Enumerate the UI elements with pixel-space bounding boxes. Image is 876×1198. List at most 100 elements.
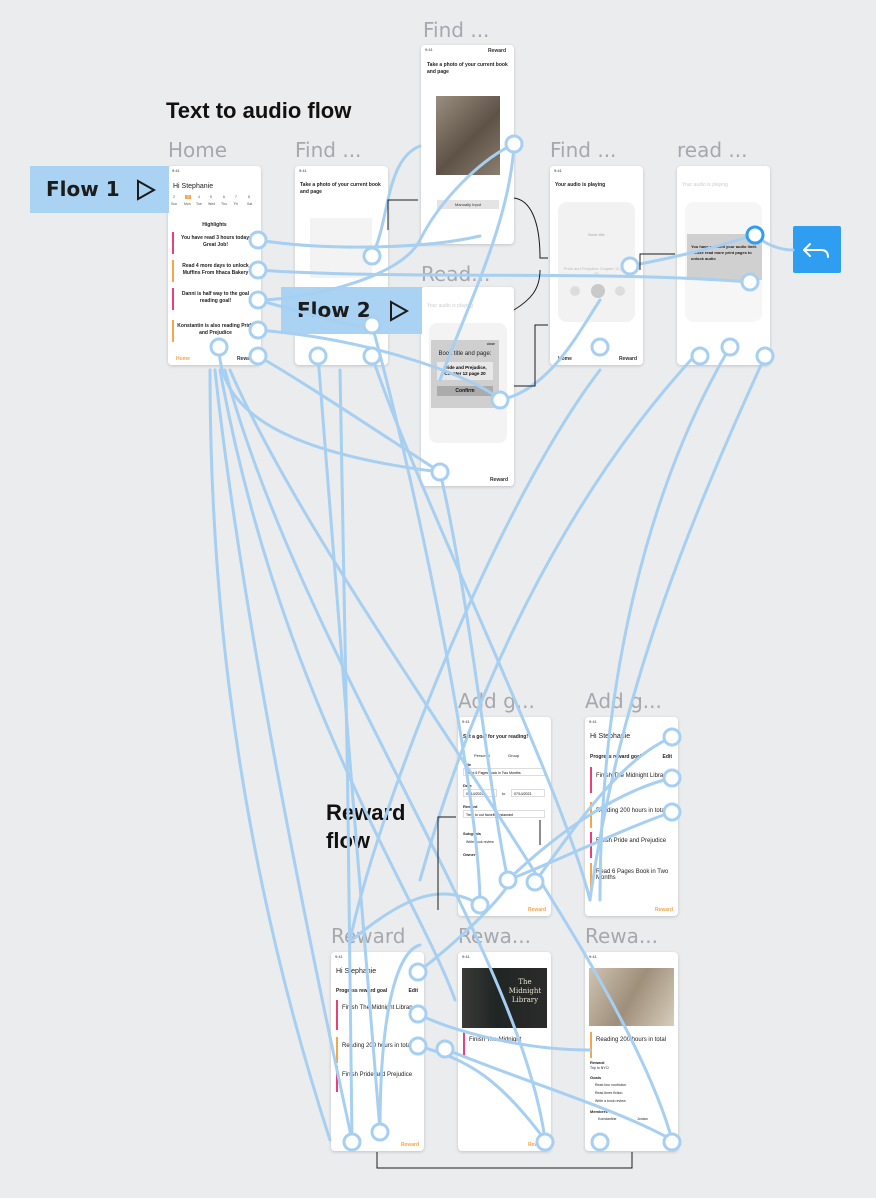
book-cover-image: The Midnight Library — [462, 968, 547, 1028]
goal-card[interactable]: Finish The Midnight — [463, 1032, 546, 1058]
frame-label-reward: Reward — [331, 924, 406, 948]
date-to-field[interactable]: 07/14/2021 — [511, 789, 545, 797]
status-time: 9:41 — [589, 954, 597, 959]
frame-label-add-goal-1: Add g... — [458, 689, 535, 713]
play-icon — [137, 179, 156, 201]
tab-home[interactable]: Home — [558, 356, 572, 362]
flow-1-start[interactable]: Flow 1 — [30, 166, 169, 213]
owner-label: Owner — [463, 852, 476, 857]
title-field[interactable]: Read 6 Pages Book in Two Months — [463, 768, 545, 776]
reward-detail-screen-1[interactable]: 9:41 The Midnight Library Finish The Mid… — [458, 952, 551, 1151]
highlight-card[interactable]: You have read 3 hours today. Great Job! — [172, 232, 257, 254]
frame-label-read: read ... — [677, 138, 748, 162]
play-icon — [390, 300, 409, 322]
progress-label: Progress reward goal — [336, 988, 388, 994]
limit-title: Your audio is playing — [682, 182, 728, 188]
progress-label: Progress reward goal — [590, 754, 642, 760]
add-goal-screen[interactable]: 9:41 Set a goal for your reading! Person… — [458, 717, 551, 916]
flow-2-label: Flow 2 — [297, 298, 371, 322]
book-info: Pride and Prejudice Chapter 12 page 20 — [563, 266, 630, 276]
tab-reward[interactable]: Reward — [527, 907, 546, 913]
pause-icon[interactable] — [591, 284, 605, 298]
greeting: Hi Stephanie — [173, 183, 214, 190]
goal-card[interactable]: Reading 200 hours in total — [336, 1037, 419, 1063]
subgoal-item: Read three fiction — [595, 1091, 623, 1095]
day-strip: 2 3 4 5 6 7 8 Sun Mon Tue Wed Thu Fri Sa… — [171, 195, 253, 206]
tab-reward[interactable]: Reward — [489, 477, 508, 483]
goal-card[interactable]: Reading 200 hours in total — [590, 1032, 673, 1058]
find-screen-photo[interactable]: 9:41 Take a photo of your current book a… — [421, 45, 514, 244]
edit-button[interactable]: Edit — [662, 754, 672, 760]
find-screen-1[interactable]: 9:41 Take a photo of your current book a… — [295, 166, 388, 365]
reward-screen[interactable]: 9:41 Hi Stephanie Progress reward goal E… — [331, 952, 424, 1151]
reward-label: Reward — [463, 804, 478, 809]
section-title-text-to-audio: Text to audio flow — [166, 98, 352, 123]
member-name: Konstantine — [598, 1117, 617, 1121]
edit-button[interactable]: Edit — [408, 988, 418, 994]
highlights-title: Highlights — [202, 222, 227, 228]
section-title-reward: Reward flow — [326, 800, 406, 853]
tab-reward[interactable]: Reward — [487, 48, 506, 54]
flow-1-label: Flow 1 — [46, 177, 120, 201]
tab-home[interactable]: Home — [176, 356, 190, 362]
connection-line — [256, 354, 442, 474]
tab-reward[interactable]: Reward — [400, 1142, 419, 1148]
goal-card[interactable]: Finish Pride and Prejudice — [590, 832, 673, 858]
tab-reward[interactable]: Reward — [527, 1142, 546, 1148]
date-from-field[interactable]: 05/14/2021 — [463, 789, 497, 797]
highlight-card[interactable]: Konstantin is also reading Pride and Pre… — [172, 320, 257, 342]
flow-2-start[interactable]: Flow 2 — [281, 287, 422, 334]
confirm-button[interactable]: Confirm — [437, 386, 493, 396]
frame-label-reward-detail-1: Rewa... — [458, 924, 531, 948]
highlight-card[interactable]: Danni is half way to the goal reading go… — [172, 288, 257, 310]
status-time: 9:41 — [335, 954, 343, 959]
reward-value: Trip to NYC! — [590, 1066, 610, 1070]
goal-card[interactable]: Finish Pride and Prejudice — [336, 1066, 419, 1092]
dialog-value: Pride and Prejudice, Chapter 12 page 20 — [437, 362, 493, 380]
member-name: Jordan — [637, 1117, 648, 1121]
audio-limit-screen[interactable]: Your audio is playing You have reached y… — [677, 166, 770, 365]
group-option[interactable]: Group — [508, 753, 520, 758]
reward-field[interactable]: Treat to our favorite restaurant — [463, 810, 545, 818]
tab-reward[interactable]: Reward — [618, 356, 637, 362]
status-time: 9:41 — [554, 168, 562, 173]
subgoal-item[interactable]: Write book review — [466, 840, 494, 844]
goal-title: Set a goal for your reading! — [463, 734, 529, 740]
tab-reward[interactable]: Reward — [236, 356, 255, 362]
frame-label-add-goal-2: Add g... — [585, 689, 662, 713]
reward-detail-screen-2[interactable]: 9:41 Reading 200 hours in total Reward T… — [585, 952, 678, 1151]
dialog-close[interactable]: close — [486, 342, 495, 346]
forward-icon[interactable] — [615, 286, 625, 296]
date-to-label: to — [502, 791, 506, 796]
home-screen[interactable]: 9:41 Hi Stephanie 2 3 4 5 6 7 8 Sun Mon … — [168, 166, 261, 365]
goal-card[interactable]: Finish The Midnight Library — [336, 1000, 419, 1030]
connection-line — [218, 368, 457, 1002]
read-confirm-screen[interactable]: Your audio is playing close Book title a… — [421, 287, 514, 486]
goal-card[interactable]: Finish The Midnight Library — [590, 767, 673, 793]
greeting: Hi Stephanie — [336, 968, 377, 975]
frame-label-reward-detail-2: Rewa... — [585, 924, 658, 948]
goal-list-screen[interactable]: 9:41 Hi Stephanie Progress reward goal E… — [585, 717, 678, 916]
back-button[interactable] — [793, 226, 841, 273]
title-label: Title — [463, 762, 472, 767]
tab-reward[interactable]: Reward — [654, 907, 673, 913]
find-prompt: Take a photo of your current book and pa… — [427, 62, 508, 75]
limit-dialog: You have reached your audio limit. Pleas… — [687, 234, 762, 280]
playing-title: Your audio is playing — [555, 182, 606, 188]
audio-playing-screen[interactable]: 9:41 Your audio is playing Book title Pr… — [550, 166, 643, 365]
goal-card[interactable]: Read 6 Pages Book in Two Months — [590, 863, 673, 889]
subgoal-item: Write a book review — [595, 1099, 626, 1103]
dialog-title: Book title and page: — [438, 351, 492, 357]
frame-label-find-2: Find ... — [550, 138, 617, 162]
goal-card[interactable]: Reading 200 hours in total — [590, 802, 673, 828]
subgoals-label: Subgoals — [463, 831, 482, 836]
find-prompt: Take a photo of your current book and pa… — [300, 182, 381, 195]
rewind-icon[interactable] — [570, 286, 580, 296]
status-time: 9:41 — [172, 168, 180, 173]
date-label: Date — [463, 783, 472, 788]
status-time: 9:41 — [299, 168, 307, 173]
status-time: 9:41 — [589, 719, 597, 724]
personal-option[interactable]: Personal — [474, 753, 490, 758]
highlight-card[interactable]: Read 4 more days to unlock Muffins From … — [172, 260, 257, 282]
